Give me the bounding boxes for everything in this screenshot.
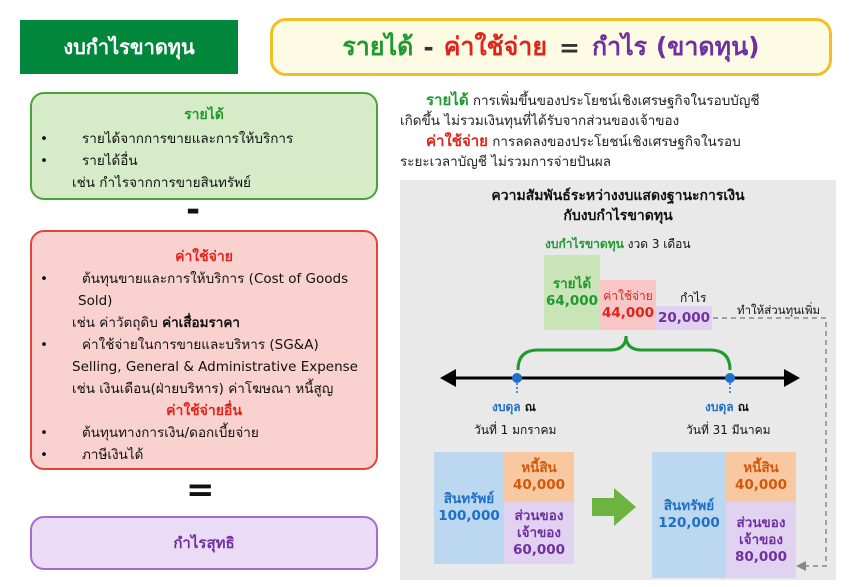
bs-start-equity-value: 60,000 (512, 541, 566, 558)
bs-start-equity: ส่วนของ เจ้าของ 60,000 (504, 502, 574, 564)
bs-start-equity-label-1: ส่วนของ (514, 507, 564, 524)
bs-end-liab-value: 40,000 (734, 477, 788, 493)
income-profit-cell: 20,000 (656, 306, 712, 330)
income-expense-value: 44,000 (601, 305, 655, 321)
other-expense-item: ต้นทุนทางการเงิน/ดอกเบี้ยจ่าย (32, 422, 376, 444)
bs-end-equity-value: 80,000 (734, 548, 788, 565)
equity-increase-note: ทำให้ส่วนทุนเพิ่ม (737, 303, 821, 317)
period-brace (516, 335, 732, 371)
formula-profit: กำไร (ขาดทุน) (591, 32, 760, 61)
bs-end-equity: ส่วนของ เจ้าของ 80,000 (726, 502, 796, 578)
equity-connector-arrowhead (796, 561, 806, 571)
income-expense-cell: ค่าใช้จ่าย 44,000 (600, 280, 656, 330)
end-label-rest: ณ (733, 400, 749, 414)
expense-definition: ค่าใช้จ่าย การลดลงของประโยชน์เชิงเศรษฐกิ… (400, 131, 840, 152)
income-expense-label: ค่าใช้จ่าย (603, 289, 653, 303)
timeline-end-point (725, 373, 735, 383)
bs-end-assets-label: สินทรัพย์ (663, 498, 715, 514)
income-revenue-cell: รายได้ 64,000 (544, 255, 600, 330)
expense-box-title: ค่าใช้จ่าย (175, 249, 233, 265)
bs-end-assets-value: 120,000 (658, 515, 720, 531)
other-expense-title: ค่าใช้จ่ายอื่น (166, 403, 242, 419)
equity-dashed-connector (713, 317, 827, 567)
expense-definition-cont: ระยะเวลาบัญชี ไม่รวมการจ่ายปันผล (400, 154, 612, 170)
transition-arrow (592, 488, 636, 526)
bs-start-liab-label: หนี้สิน (521, 460, 557, 476)
income-revenue-value: 64,000 (545, 292, 599, 309)
expense-item-sga: ค่าใช้จ่ายในการขายและบริหาร (SG&A) (32, 334, 376, 356)
expense-example-1-prefix: เช่น ค่าวัตถุดิบ (72, 315, 163, 331)
period-label: งบกำไรขาดทุน งวด 3 เดือน (545, 235, 691, 254)
revenue-definition-key: รายได้ (426, 91, 469, 109)
timeline-start-point (512, 373, 522, 383)
bs-start-assets: สินทรัพย์ 100,000 (434, 452, 504, 564)
formula-banner: รายได้ - ค่าใช้จ่าย = กำไร (ขาดทุน) (270, 18, 832, 76)
expense-item-cogs: ต้นทุนขายและการให้บริการ (Cost of Goods (32, 268, 376, 290)
bs-end-equity-label-2: เจ้าของ (738, 531, 784, 548)
formula-minus: - (423, 32, 434, 62)
minus-operator: - (186, 190, 201, 230)
formula-equals: = (558, 32, 580, 62)
revenue-definition: รายได้ การเพิ่มขึ้นของประโยชน์เชิงเศรษฐก… (400, 90, 840, 111)
other-expense-item: ภาษีเงินได้ (32, 444, 376, 466)
start-label-bold: งบดุล (492, 400, 521, 414)
income-profit-label: กำไร (680, 291, 707, 305)
revenue-box-title: รายได้ (184, 107, 224, 123)
equals-operator: = (186, 470, 215, 510)
timeline-left-arrow (440, 369, 456, 387)
definitions: รายได้ การเพิ่มขึ้นของประโยชน์เชิงเศรษฐก… (400, 90, 840, 172)
period-label-bold: งบกำไรขาดทุน (545, 237, 624, 251)
expense-item-sga-en: Selling, General & Administrative Expens… (72, 359, 358, 375)
expense-example-1-bold: ค่าเสื่อมราคา (162, 315, 240, 331)
page-title: งบกำไรขาดทุน (20, 20, 238, 74)
start-label-rest: ณ (520, 400, 536, 414)
net-profit-box: กำไรสุทธิ (30, 516, 378, 570)
panel-title-line-1: ความสัมพันธ์ระหว่างงบแสดงฐานะการเงิน (491, 188, 745, 204)
income-profit-value: 20,000 (657, 309, 711, 326)
revenue-item: รายได้อื่น (32, 150, 376, 172)
expense-item-cogs-cont: Sold) (78, 293, 113, 309)
expense-definition-text: การลดลงของประโยชน์เชิงเศรษฐกิจในรอบ (487, 134, 741, 150)
revenue-definition-text: การเพิ่มขึ้นของประโยชน์เชิงเศรษฐกิจในรอบ… (468, 93, 760, 109)
expense-example-1: เช่น ค่าวัตถุดิบ ค่าเสื่อมราคา (32, 312, 376, 334)
end-balance-sheet-label: งบดุล ณ (705, 398, 749, 417)
bs-end-liab-label: หนี้สิน (743, 460, 779, 476)
net-profit-title: กำไรสุทธิ (173, 534, 235, 552)
bs-start-liabilities: หนี้สิน 40,000 (504, 452, 574, 502)
bs-end-liabilities: หนี้สิน 40,000 (726, 452, 796, 502)
revenue-definition-cont: เกิดขึ้น ไม่รวมเงินทุนที่ได้รับจากส่วนขอ… (400, 113, 680, 129)
formula-revenue: รายได้ (342, 32, 414, 61)
income-revenue-label: รายได้ (552, 275, 592, 292)
bs-start-assets-label: สินทรัพย์ (443, 491, 495, 507)
bs-start-liab-value: 40,000 (512, 477, 566, 493)
start-date: วันที่ 1 มกราคม (474, 423, 557, 437)
expense-example-2: เช่น เงินเดือน(ฝ่ายบริหาร) ค่าโฆษณา หนี้… (72, 381, 334, 397)
revenue-example: เช่น กำไรจากการขายสินทรัพย์ (72, 175, 251, 191)
bs-start-assets-value: 100,000 (438, 508, 500, 524)
start-balance-sheet-label: งบดุล ณ (492, 398, 536, 417)
timeline-right-arrow (784, 369, 800, 387)
diagram-graphics (440, 317, 827, 571)
bs-end-assets: สินทรัพย์ 120,000 (652, 452, 726, 578)
bs-end-equity-label-1: ส่วนของ (736, 514, 786, 531)
panel-title: ความสัมพันธ์ระหว่างงบแสดงฐานะการเงิน กับ… (400, 186, 836, 226)
panel-title-line-2: กับงบกำไรขาดทุน (563, 208, 673, 224)
revenue-box: รายได้ รายได้จากการขายและการให้บริการ รา… (30, 92, 378, 200)
end-date: วันที่ 31 มีนาคม (686, 423, 771, 437)
end-label-bold: งบดุล (705, 400, 734, 414)
revenue-item: รายได้จากการขายและการให้บริการ (32, 128, 376, 150)
formula-expense: ค่าใช้จ่าย (443, 32, 547, 61)
expense-box: ค่าใช้จ่าย ต้นทุนขายและการให้บริการ (Cos… (30, 230, 378, 470)
period-label-rest: งวด 3 เดือน (623, 237, 691, 251)
expense-definition-key: ค่าใช้จ่าย (426, 132, 488, 150)
bs-start-equity-label-2: เจ้าของ (516, 524, 562, 541)
